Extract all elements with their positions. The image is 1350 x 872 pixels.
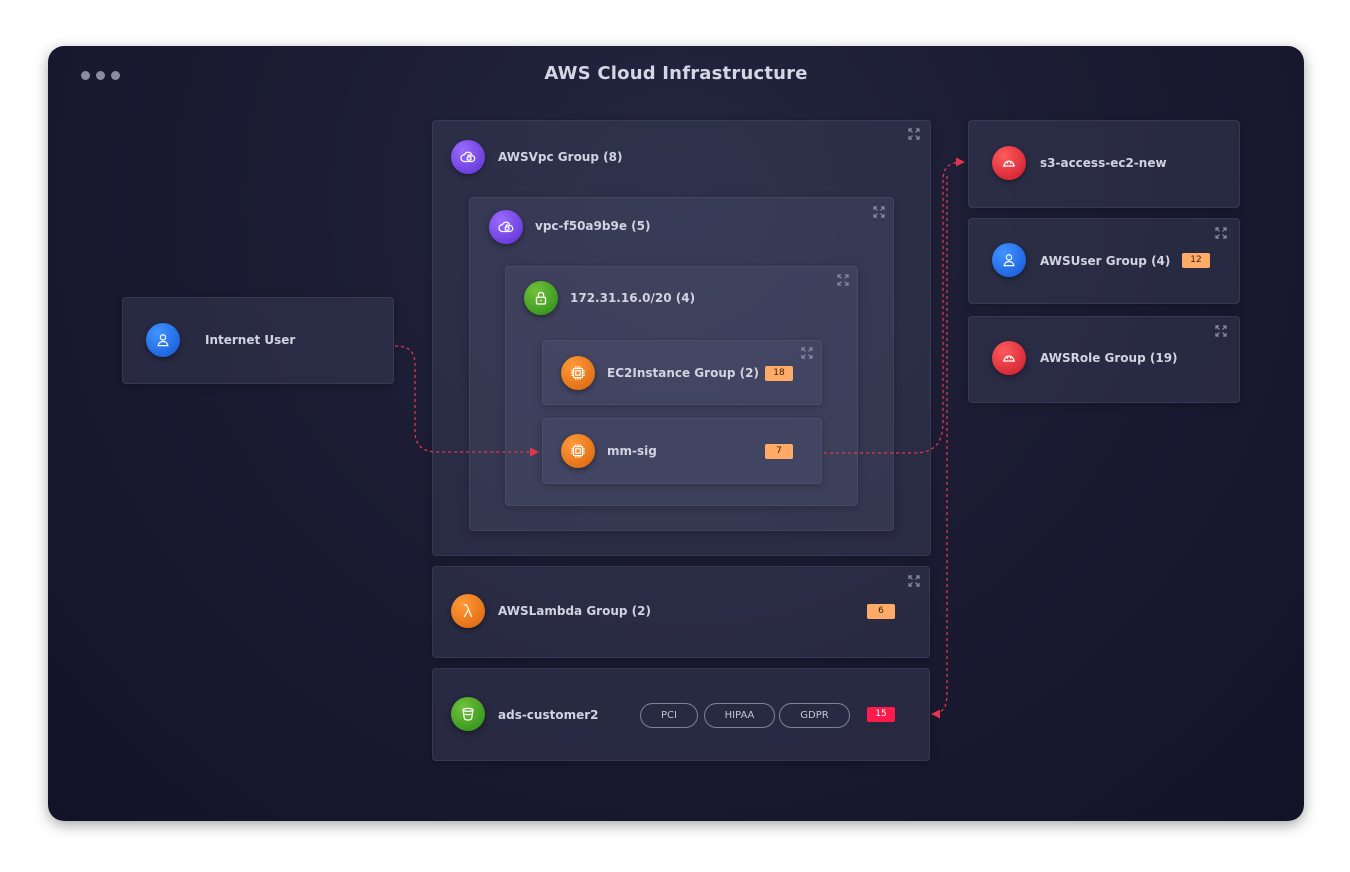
vpc-group-label: AWSVpc Group (8) bbox=[498, 150, 623, 164]
vpc-cloud-icon bbox=[489, 210, 523, 244]
expand-icon[interactable] bbox=[1215, 227, 1227, 239]
expand-icon[interactable] bbox=[908, 128, 920, 140]
connection-edges bbox=[394, 157, 965, 719]
role-group-label: AWSRole Group (19) bbox=[1040, 351, 1178, 365]
finding-count-badge[interactable]: 6 bbox=[867, 604, 895, 619]
bucket-icon bbox=[451, 697, 485, 731]
expand-icon[interactable] bbox=[801, 347, 813, 359]
finding-count-badge[interactable]: 12 bbox=[1182, 253, 1210, 268]
mm-sig-label: mm-sig bbox=[607, 444, 657, 458]
edge-mm-sig-to-s3-access bbox=[824, 157, 965, 454]
window-menu-dots[interactable] bbox=[81, 71, 120, 80]
expand-icon[interactable] bbox=[1215, 325, 1227, 337]
vpc-label: vpc-f50a9b9e (5) bbox=[535, 219, 651, 233]
s3-access-label: s3-access-ec2-new bbox=[1040, 156, 1167, 170]
lambda-group-label: AWSLambda Group (2) bbox=[498, 604, 651, 618]
user-icon bbox=[992, 243, 1026, 277]
chip-icon bbox=[561, 356, 595, 390]
subnet-container[interactable] bbox=[505, 266, 858, 506]
ec2-group-label: EC2Instance Group (2) bbox=[607, 366, 759, 380]
ads-customer2-label: ads-customer2 bbox=[498, 708, 599, 722]
vpc-group-container[interactable] bbox=[432, 120, 931, 556]
lambda-icon bbox=[451, 594, 485, 628]
finding-count-badge[interactable]: 15 bbox=[867, 707, 895, 722]
expand-icon[interactable] bbox=[837, 274, 849, 286]
expand-icon[interactable] bbox=[873, 206, 885, 218]
lock-icon bbox=[524, 281, 558, 315]
compliance-tag[interactable]: PCI bbox=[640, 703, 698, 728]
role-hardhat-icon bbox=[992, 146, 1026, 180]
edge-to-ads-customer2 bbox=[931, 176, 948, 719]
compliance-tag[interactable]: GDPR bbox=[779, 703, 850, 728]
expand-icon[interactable] bbox=[908, 575, 920, 587]
window-title: AWS Cloud Infrastructure bbox=[544, 63, 808, 84]
vpc-cloud-icon bbox=[451, 140, 485, 174]
diagram-window: AWS Cloud Infrastructure AWSVpc Group (8… bbox=[48, 46, 1304, 821]
user-icon bbox=[146, 323, 180, 357]
chip-icon bbox=[561, 434, 595, 468]
finding-count-badge[interactable]: 7 bbox=[765, 444, 793, 459]
compliance-tag[interactable]: HIPAA bbox=[704, 703, 775, 728]
vpc-container[interactable] bbox=[469, 197, 894, 531]
subnet-label: 172.31.16.0/20 (4) bbox=[570, 291, 696, 305]
user-group-label: AWSUser Group (4) bbox=[1040, 254, 1171, 268]
edge-internet-user-to-mm-sig bbox=[394, 345, 539, 457]
internet-user-label: Internet User bbox=[205, 333, 296, 347]
finding-count-badge[interactable]: 18 bbox=[765, 366, 793, 381]
lambda-group-node[interactable] bbox=[432, 566, 930, 658]
role-hardhat-icon bbox=[992, 341, 1026, 375]
